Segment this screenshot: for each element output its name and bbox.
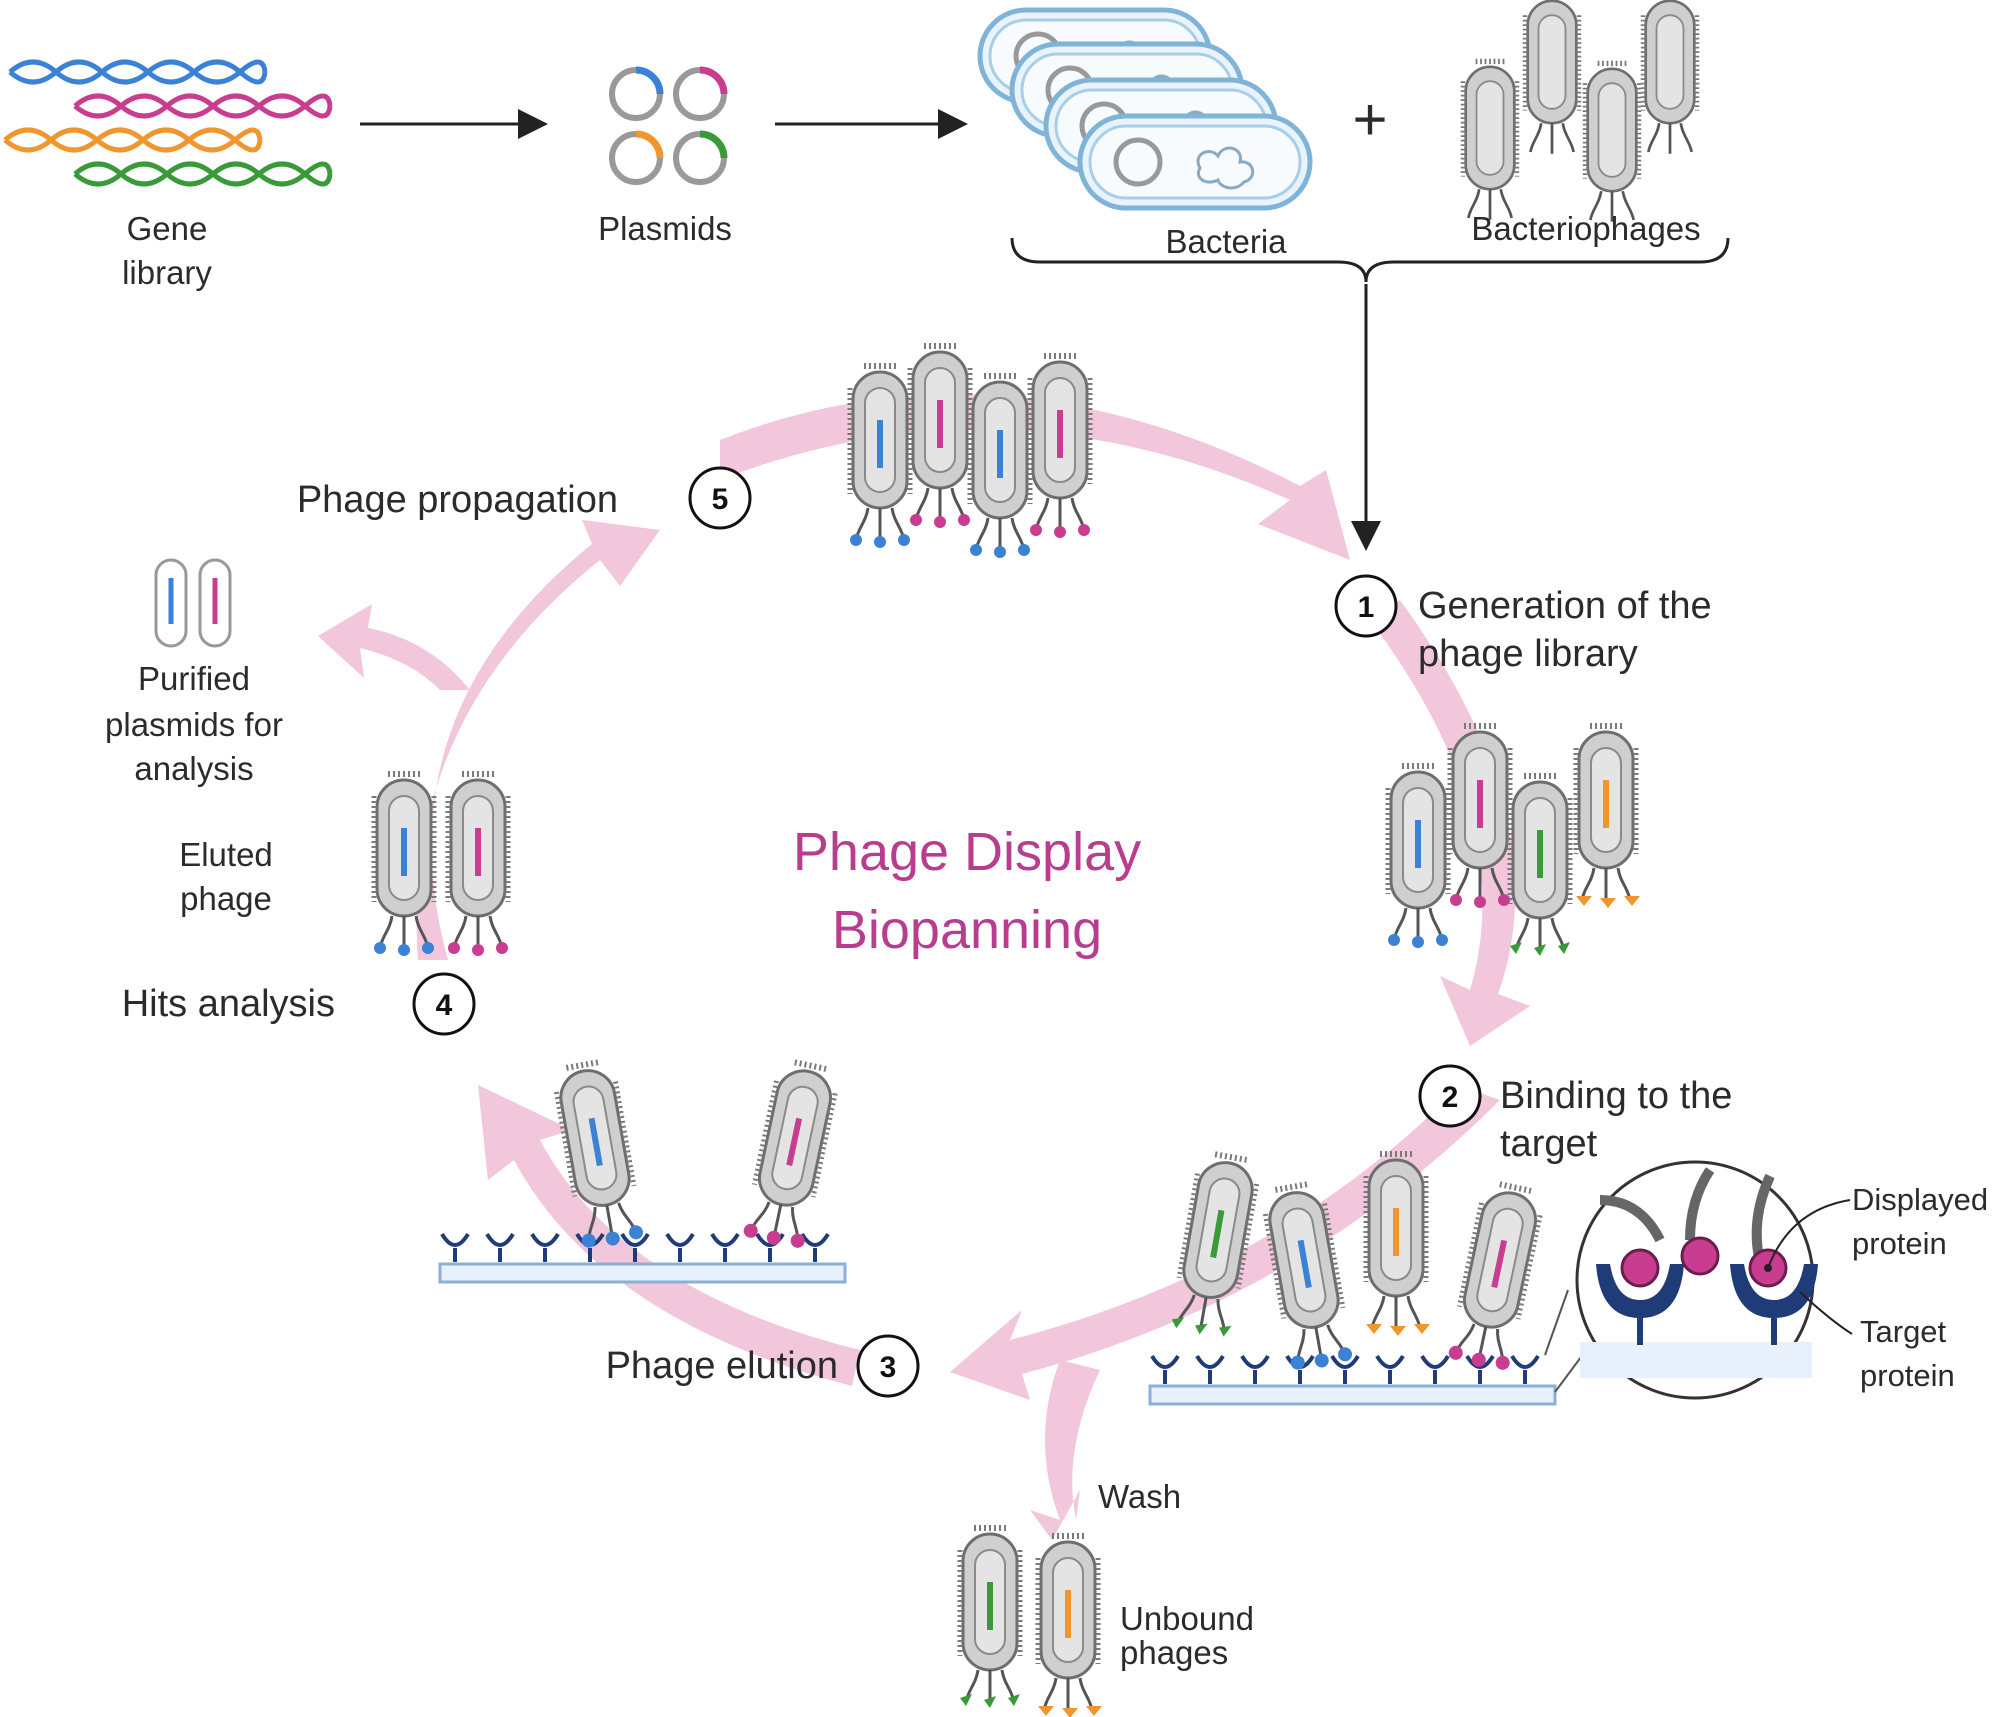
dna-strand-magenta xyxy=(73,93,333,119)
gene-library-dna xyxy=(3,59,333,187)
displayed-protein-label-line1: Displayed xyxy=(1852,1182,1988,1217)
step-5-circle xyxy=(688,466,752,530)
gene-library-label-line1: Gene xyxy=(127,210,208,247)
step-2-circle xyxy=(1418,1064,1482,1128)
step-1-label-line2: phage library xyxy=(1418,633,1638,675)
step-1-circle xyxy=(1334,574,1398,638)
dna-strand-orange xyxy=(3,127,263,153)
target-protein-label-line2: protein xyxy=(1860,1358,1955,1393)
arrow-step2-to-step3 xyxy=(950,1086,1500,1400)
step-3-number: 3 xyxy=(880,1351,897,1384)
step-4-circle xyxy=(412,972,476,1036)
step-5-label: Phage propagation xyxy=(297,479,618,521)
step-5: 5 Phage propagation xyxy=(297,466,752,530)
bacteria-label: Bacteria xyxy=(1165,223,1287,260)
arrow-step4-to-step5 xyxy=(416,520,660,960)
displayed-protein-label-line2: protein xyxy=(1852,1226,1947,1261)
step-2: 2 Binding to the target xyxy=(1418,1064,1732,1165)
unbound-phages xyxy=(960,1528,1102,1717)
dna-strand-blue xyxy=(8,59,268,85)
step-2-label-line2: target xyxy=(1500,1123,1598,1165)
wash-label: Wash xyxy=(1098,1478,1181,1515)
phage-library-phages xyxy=(1388,726,1640,956)
arrow-step3-to-step4 xyxy=(478,1085,860,1386)
dna-strand-green xyxy=(73,161,333,187)
eluted-label-line1: Eluted xyxy=(179,836,273,873)
step-2-label-line1: Binding to the xyxy=(1500,1075,1732,1117)
purified-label-line1: Purified xyxy=(138,660,250,697)
diagram-title-line2: Biopanning xyxy=(832,900,1102,960)
plus-sign: + xyxy=(1352,86,1387,153)
bacteria-icon xyxy=(980,10,1310,208)
plasmids-label: Plasmids xyxy=(598,210,732,247)
step-5-number: 5 xyxy=(712,483,729,516)
step-3: 3 Phage elution xyxy=(606,1334,920,1398)
bacteriophages-icon xyxy=(1463,0,1697,222)
plasmids-icon xyxy=(609,66,728,185)
step-2-number: 2 xyxy=(1442,1081,1459,1114)
step-4-number: 4 xyxy=(436,989,453,1022)
binding-surface xyxy=(1148,1152,1557,1406)
diagram-title-line1: Phage Display xyxy=(793,822,1141,882)
target-protein-label-line1: Target xyxy=(1860,1314,1947,1349)
eluted-phages xyxy=(374,774,508,956)
bacteriophages-label: Bacteriophages xyxy=(1471,210,1700,247)
arrow-step1-to-step2 xyxy=(1370,600,1530,1046)
gene-library-label-line2: library xyxy=(122,254,212,291)
step-1-number: 1 xyxy=(1358,591,1375,624)
step-4-label: Hits analysis xyxy=(122,983,335,1025)
step-1-label-line1: Generation of the xyxy=(1418,585,1712,627)
unbound-label-line1: Unbound xyxy=(1120,1600,1254,1637)
elution-surface xyxy=(438,1059,847,1284)
eluted-label-line2: phage xyxy=(180,880,272,917)
step-1: 1 Generation of the phage library xyxy=(1334,574,1712,675)
step-4: 4 Hits analysis xyxy=(122,972,476,1036)
arrow-to-purified-plasmids xyxy=(318,604,470,690)
purified-label-line3: analysis xyxy=(134,750,253,787)
purified-plasmids-icon xyxy=(154,558,232,648)
grouping-brace xyxy=(1010,237,1730,283)
unbound-label-line2: phages xyxy=(1120,1634,1228,1671)
binding-zoom-inset xyxy=(1544,1160,1853,1400)
step-3-circle xyxy=(856,1334,920,1398)
step-3-label: Phage elution xyxy=(606,1345,838,1387)
propagated-phages xyxy=(850,346,1090,558)
arrow-wash xyxy=(1030,1360,1100,1540)
purified-label-line2: plasmids for xyxy=(105,706,283,743)
